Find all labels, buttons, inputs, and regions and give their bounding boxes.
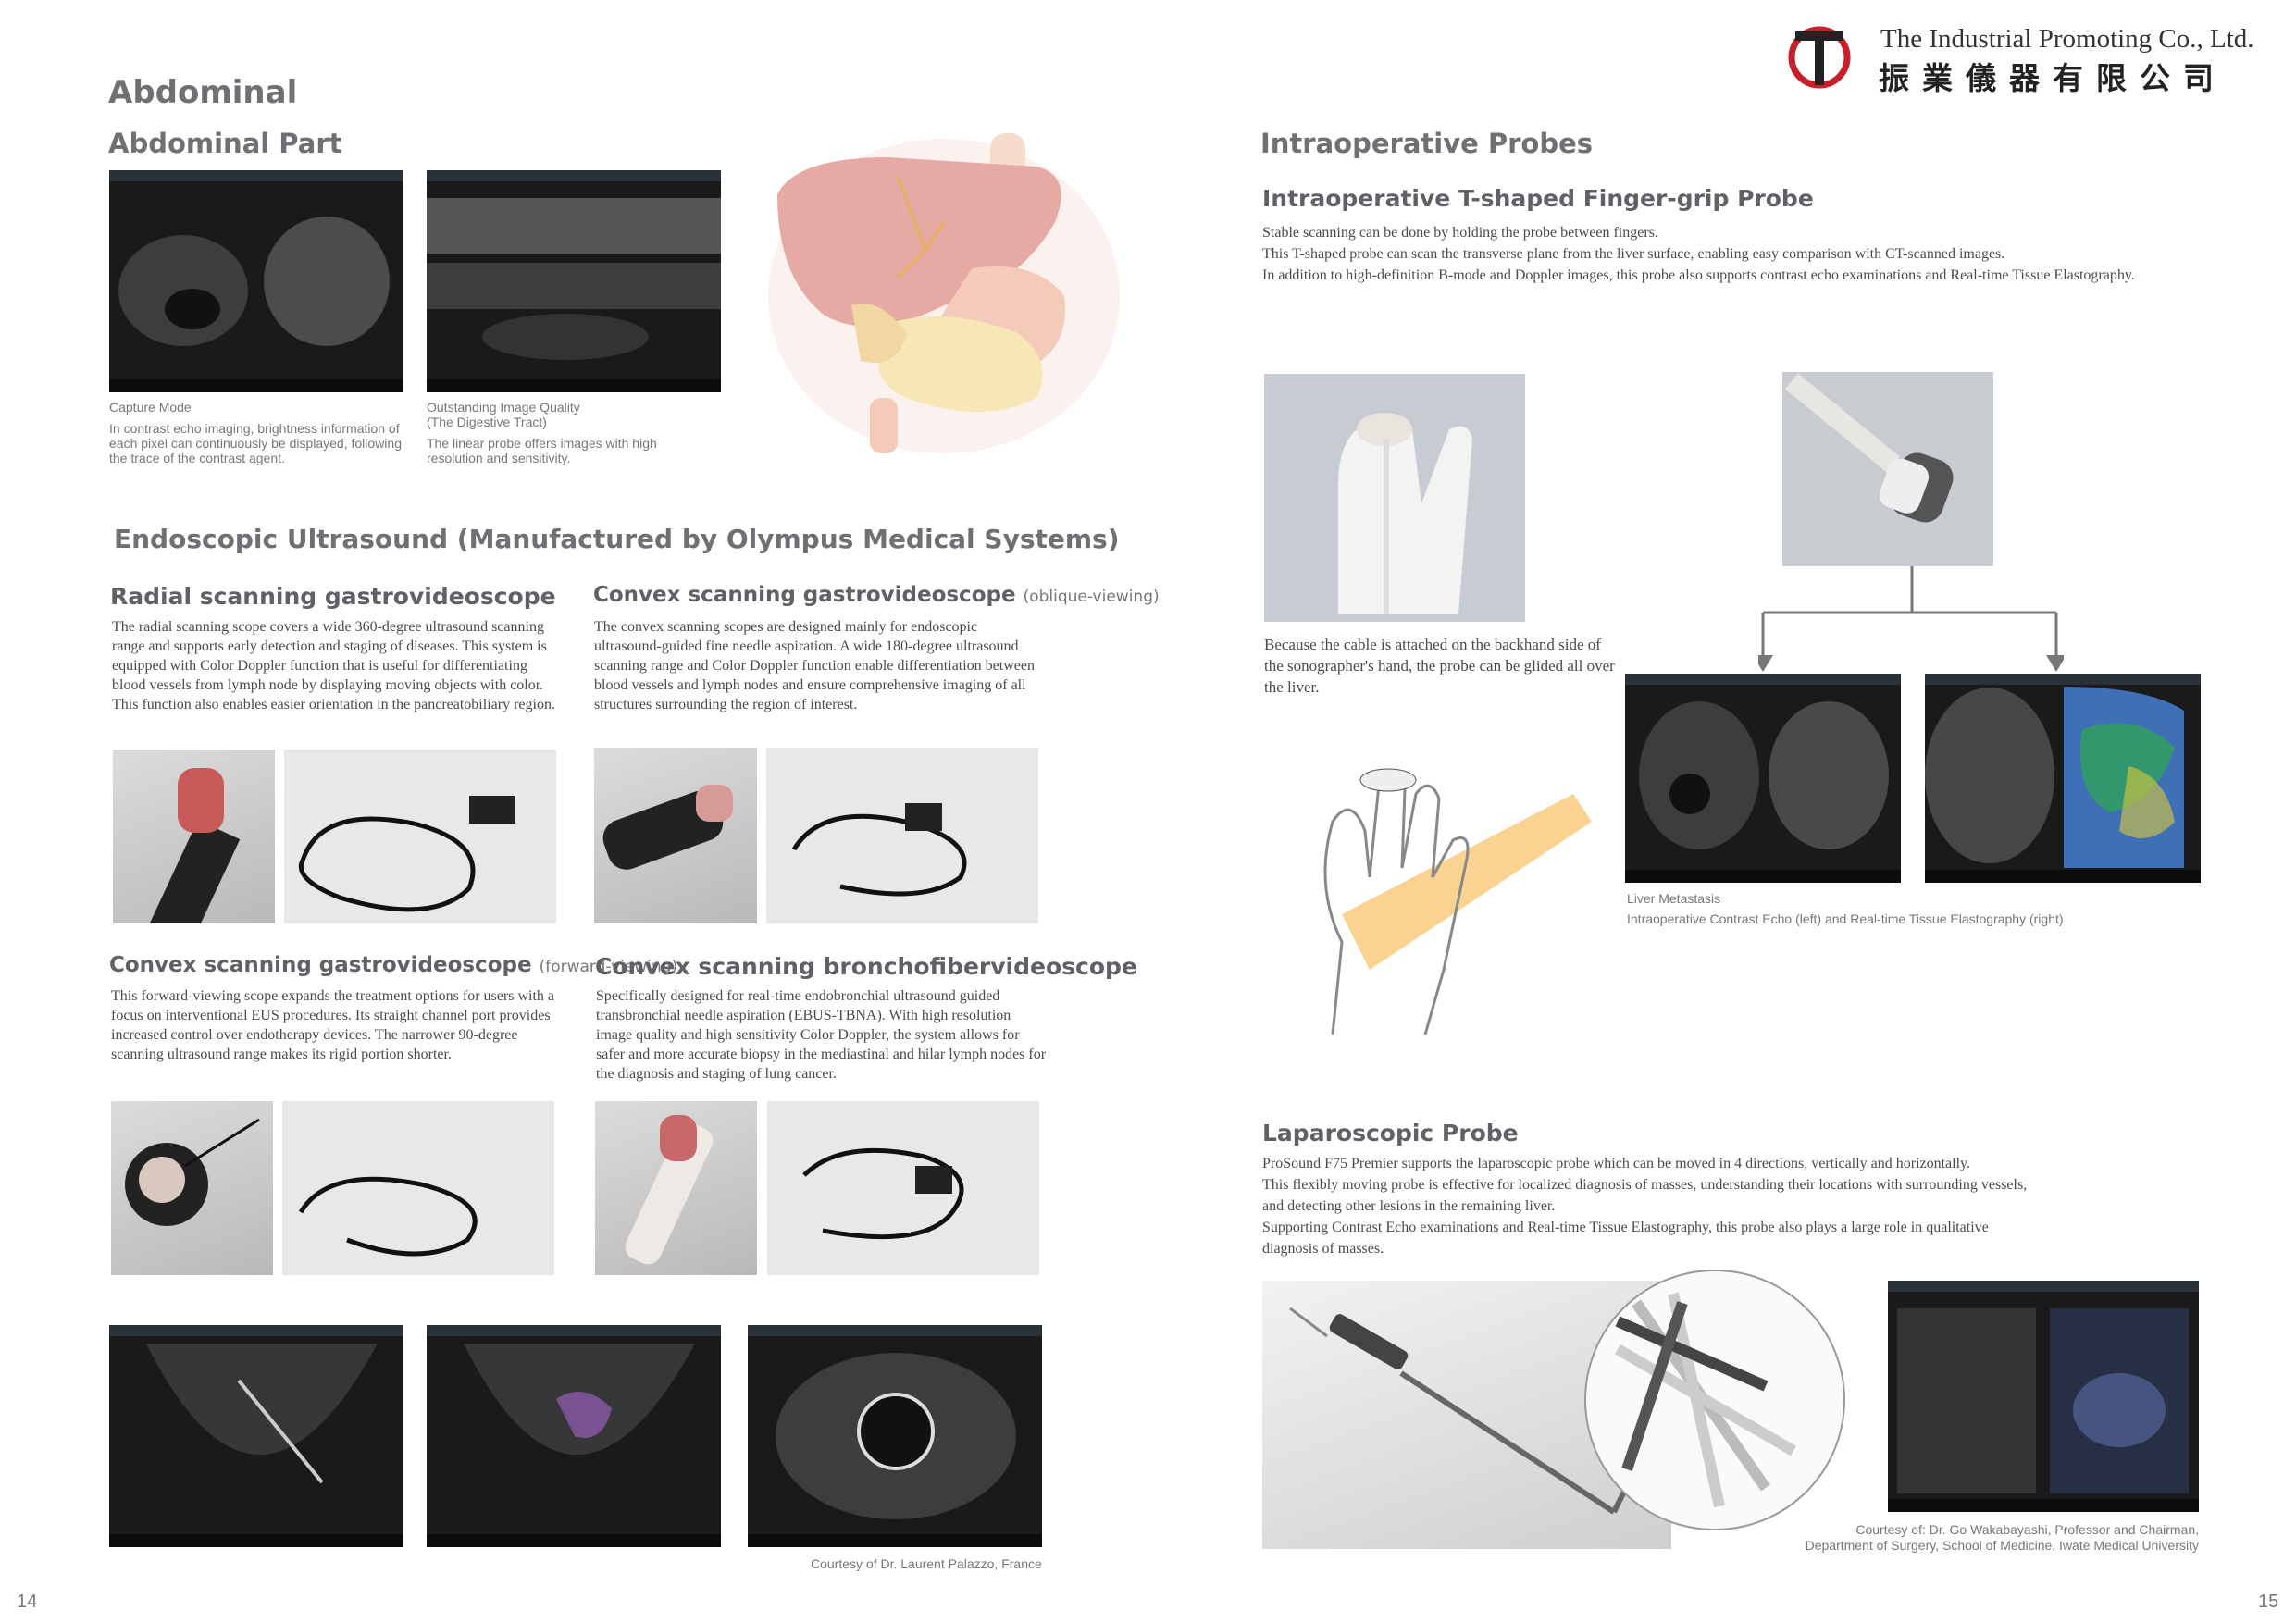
caption-digestive-tract-title: Outstanding Image Quality (The Digestive… [427, 400, 580, 429]
caption-liver-metastasis-text: Intraoperative Contrast Echo (left) and … [1627, 911, 2064, 926]
radial-scope-title: Radial scanning gastrovideoscope [110, 583, 556, 610]
ultrasound-liver-elastography [1925, 674, 2201, 883]
eus-ultrasound-image-1 [109, 1325, 403, 1547]
caption-liver-metastasis-title: Liver Metastasis [1627, 891, 1721, 906]
page-number-left: 14 [17, 1592, 38, 1612]
convex-forward-full-photo [282, 1101, 554, 1275]
connector-arrows [1753, 566, 2066, 674]
tprobe-title: Intraoperative T-shaped Finger-grip Prob… [1262, 185, 1814, 212]
hand-illustration [1277, 757, 1592, 1044]
caption-capture-mode-title: Capture Mode [109, 400, 192, 415]
laparoscopic-text-line: This flexibly moving probe is effective … [1262, 1177, 2028, 1193]
radial-scope-text: The radial scanning scope covers a wide … [112, 619, 555, 712]
laparoscopic-probe-zoom [1581, 1266, 1849, 1534]
radial-scope-tip-photo [113, 750, 275, 923]
page-number-right: 15 [2258, 1592, 2279, 1612]
tprobe-text: Stable scanning can be done by holding t… [1262, 222, 2234, 286]
page-title-intraoperative: Intraoperative Probes [1260, 128, 1594, 159]
section-title-endoscopic-ultrasound: Endoscopic Ultrasound (Manufactured by O… [114, 524, 1120, 554]
eus-ultrasound-image-3 [748, 1325, 1042, 1547]
cable-note: Because the cable is attached on the bac… [1264, 636, 1615, 696]
convex-forward-text: This forward-viewing scope expands the t… [111, 988, 554, 1062]
company-name-en: The Industrial Promoting Co., Ltd. [1880, 24, 2254, 54]
caption-capture-mode-text: In contrast echo imaging, brightness inf… [109, 421, 402, 465]
company-name-zh: 振業儀器有限公司 [1879, 60, 2227, 96]
laparoscopic-text-line: diagnosis of masses. [1262, 1241, 1384, 1257]
ultrasound-laparoscopic-image [1888, 1281, 2199, 1512]
page-title-abdominal: Abdominal [108, 74, 298, 111]
convex-oblique-full-photo [766, 748, 1038, 923]
convex-oblique-text: The convex scanning scopes are designed … [594, 619, 1035, 712]
ultrasound-liver-contrast-echo [1625, 674, 1901, 883]
tprobe-photo [1782, 372, 1993, 566]
ultrasound-image-capture-mode [109, 170, 403, 392]
laparoscopic-text-line: ProSound F75 Premier supports the laparo… [1262, 1156, 1971, 1171]
courtesy-wakabayashi-line1: Courtesy of: Dr. Go Wakabayashi, Profess… [1855, 1522, 2199, 1537]
gloved-hand-probe-photo [1264, 374, 1525, 622]
laparoscopic-text: ProSound F75 Premier supports the laparo… [1262, 1153, 2234, 1259]
broncho-scope-tip-photo [595, 1101, 757, 1275]
convex-forward-title: Convex scanning gastrovideoscope (forwar… [109, 953, 678, 977]
tprobe-text-line: Stable scanning can be done by holding t… [1262, 225, 1658, 241]
convex-forward-tip-photo [111, 1101, 273, 1275]
company-logo [1786, 24, 1853, 91]
courtesy-wakabayashi-line2: Department of Surgery, School of Medicin… [1805, 1538, 2199, 1553]
tprobe-text-line: In addition to high-definition B-mode an… [1262, 267, 2135, 283]
eus-ultrasound-image-2 [427, 1325, 721, 1547]
courtesy-palazzo: Courtesy of Dr. Laurent Palazzo, France [811, 1556, 1042, 1571]
tprobe-text-line: This T-shaped probe can scan the transve… [1262, 246, 2005, 262]
laparoscopic-title: Laparoscopic Probe [1262, 1120, 1519, 1146]
convex-oblique-tip-photo [594, 748, 757, 923]
radial-scope-full-photo [284, 750, 556, 923]
illustration-liver-pancreas [759, 120, 1129, 472]
broncho-scope-full-photo [767, 1101, 1039, 1275]
laparoscopic-text-line: Supporting Contrast Echo examinations an… [1262, 1220, 1989, 1235]
section-title-abdominal-part: Abdominal Part [108, 128, 342, 159]
broncho-scope-title: Convex scanning bronchofibervideoscope [595, 953, 1137, 980]
ultrasound-image-digestive-tract [427, 170, 721, 392]
broncho-scope-text: Specifically designed for real-time endo… [596, 988, 1047, 1082]
caption-digestive-tract-text: The linear probe offers images with high… [427, 436, 657, 465]
convex-oblique-title: Convex scanning gastrovideoscope (obliqu… [593, 583, 1160, 607]
laparoscopic-text-line: and detecting other lesions in the remai… [1262, 1198, 1556, 1214]
